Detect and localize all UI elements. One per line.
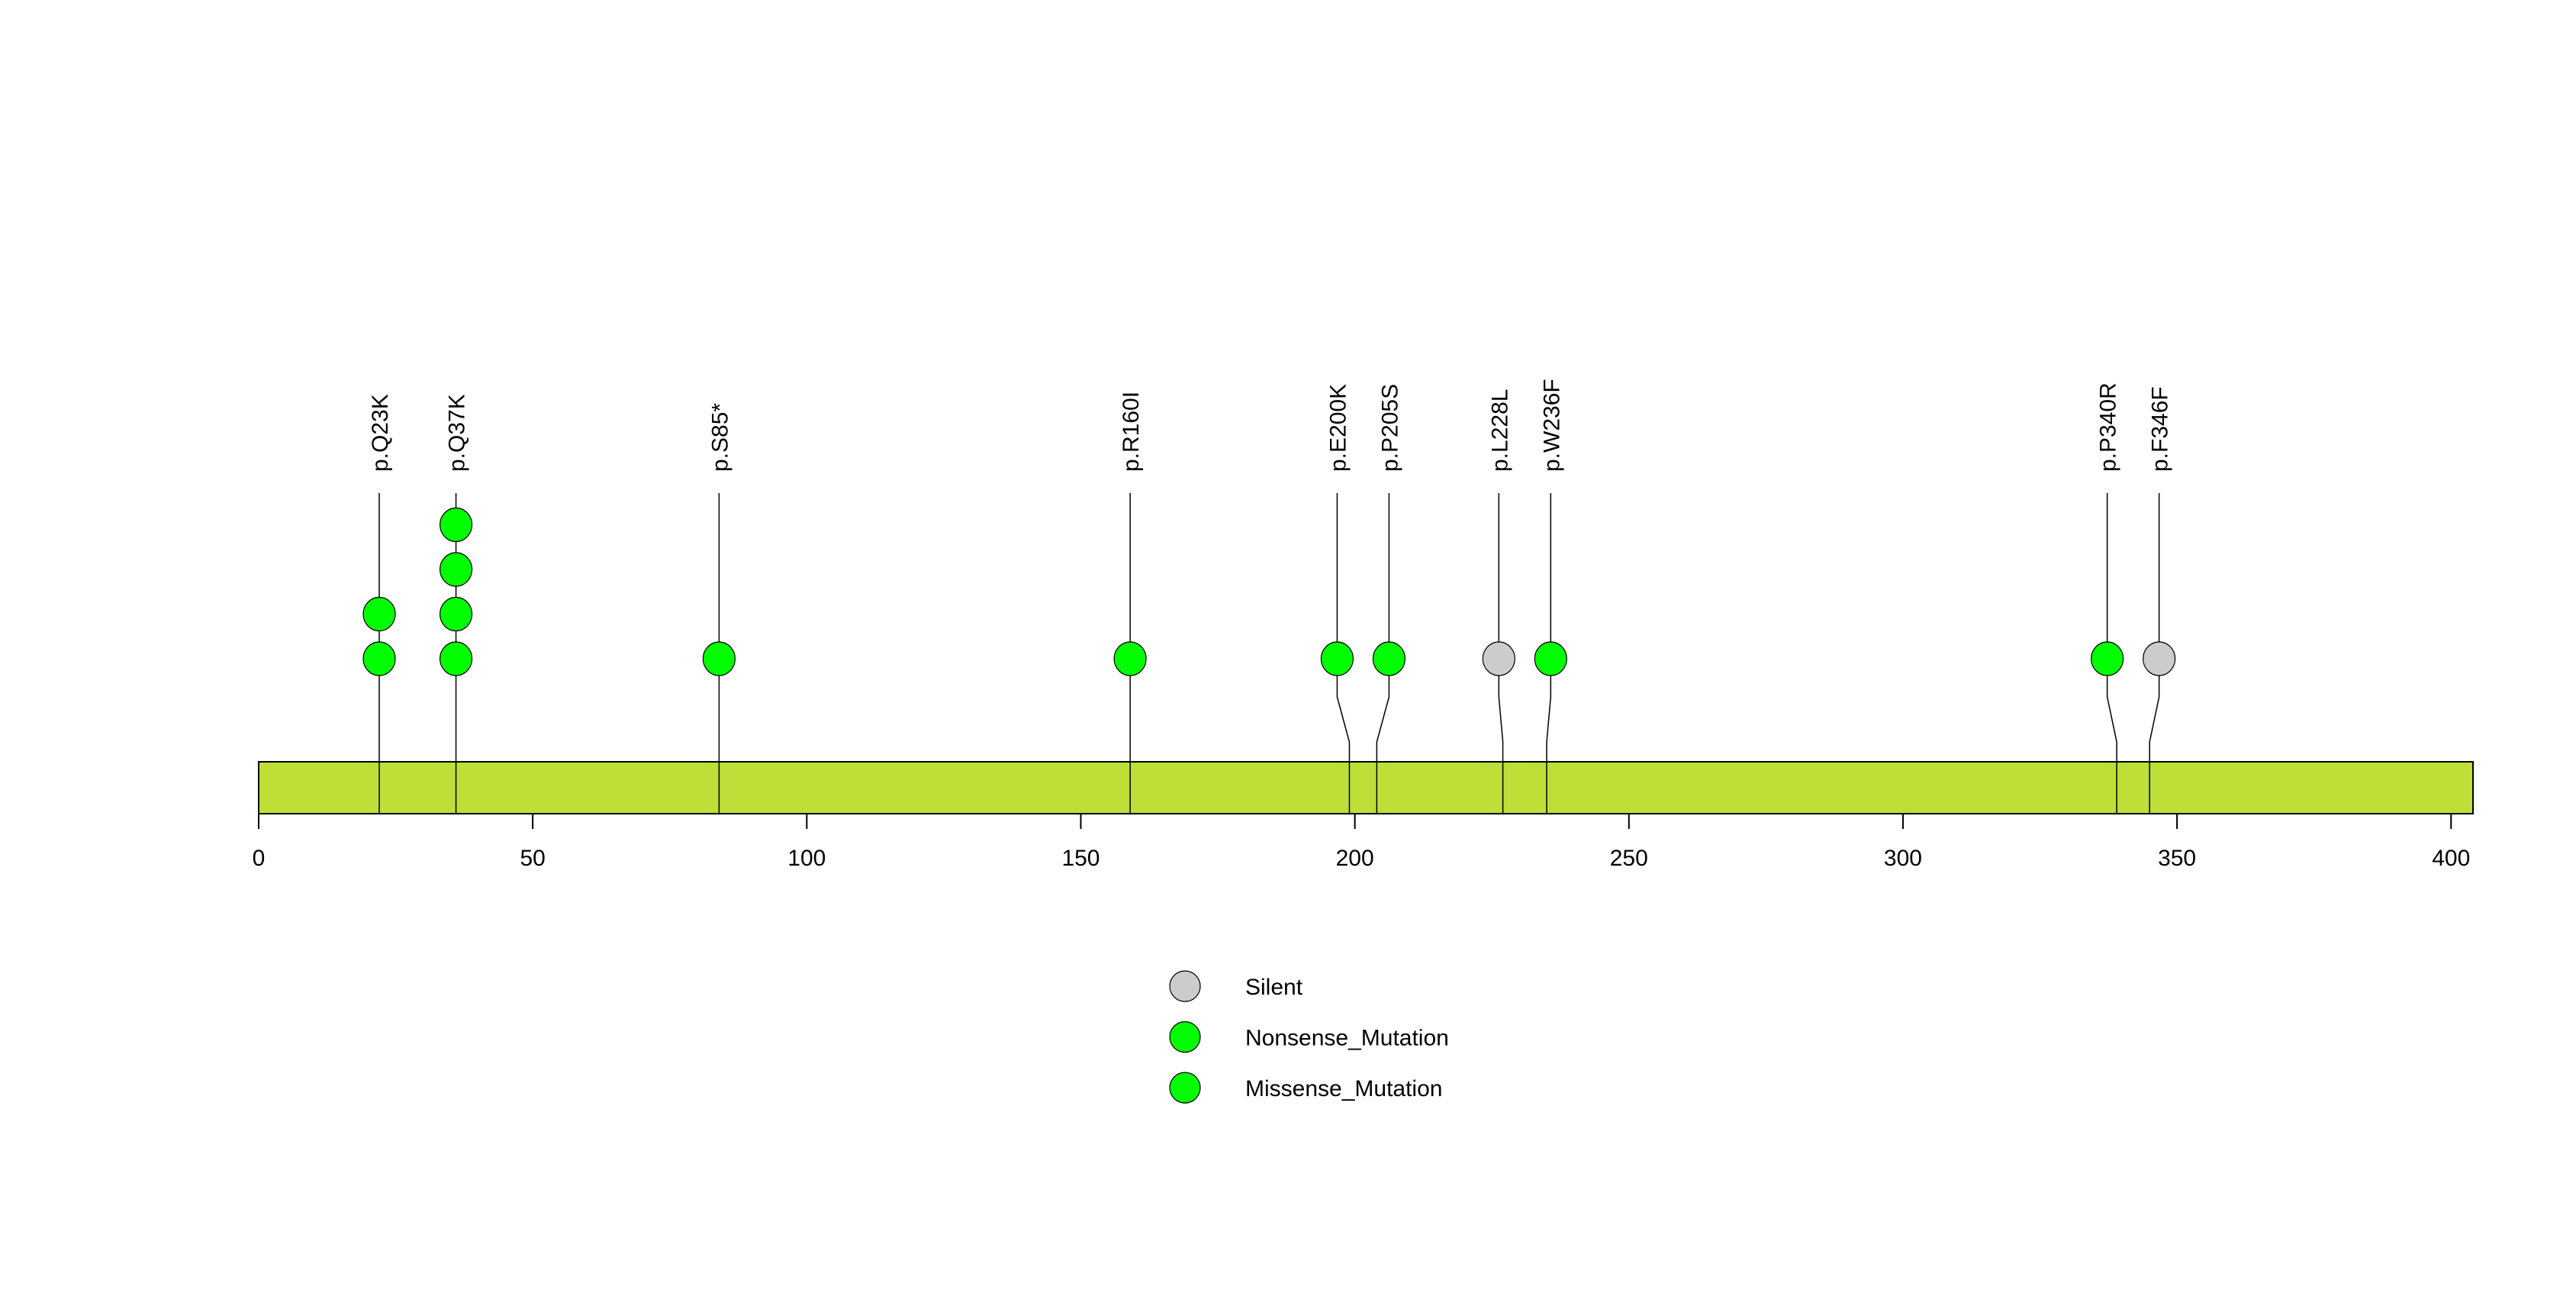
legend-label: Nonsense_Mutation [1245, 1026, 1449, 1051]
mutation-stem [2149, 493, 2160, 814]
mutation-labels: p.Q23K p.Q37K p.S85* p.R160I p.E200K p.P205S p… [368, 379, 2173, 472]
mutation-stems [378, 493, 2160, 814]
mutation-label: p.F346F [2148, 386, 2173, 472]
mutation-stem [1376, 493, 1390, 814]
mutation-point [439, 552, 473, 587]
x-tick-label: 400 [2432, 846, 2470, 871]
x-tick-label: 350 [2158, 846, 2196, 871]
x-tick-label: 300 [1884, 846, 1922, 871]
x-tick-label: 250 [1610, 846, 1648, 871]
mutation-label: p.P340R [2096, 382, 2121, 472]
x-tick-label: 200 [1336, 846, 1374, 871]
x-tick-label: 100 [787, 846, 826, 871]
mutation-label: p.L228L [1487, 389, 1512, 472]
mutation-point [439, 596, 473, 632]
mutation-point [702, 641, 736, 676]
mutation-point [1372, 641, 1406, 676]
mutation-point [439, 507, 473, 543]
mutation-stem [1498, 493, 1504, 814]
mutation-label: p.W236F [1539, 379, 1564, 472]
x-tick-label: 150 [1061, 846, 1100, 871]
mutation-stem [1336, 493, 1351, 814]
mutation-point [362, 641, 396, 676]
mutation-label: p.Q23K [368, 394, 393, 472]
mutation-label: p.P205S [1377, 384, 1402, 472]
legend-marker [1169, 1072, 1201, 1104]
legend-marker [1169, 1021, 1201, 1053]
legend-label: Missense_Mutation [1245, 1076, 1442, 1101]
x-axis: 0 50 100 150 200 250 300 350 400 [253, 813, 2470, 871]
x-tick-label: 50 [520, 846, 545, 871]
legend-label: Silent [1245, 975, 1303, 1000]
mutation-point [2143, 641, 2176, 676]
mutation-point [439, 641, 473, 676]
mutation-points [362, 507, 2176, 676]
mutation-stem [2106, 493, 2117, 814]
x-tick-label: 0 [253, 846, 266, 871]
protein-domain-bar [258, 761, 2474, 814]
mutation-point [1320, 641, 1354, 676]
mutation-point [1482, 641, 1515, 676]
mutation-point [1113, 641, 1147, 676]
legend-marker [1169, 970, 1201, 1002]
mutation-point [362, 596, 396, 632]
mutation-label: p.R160I [1119, 392, 1144, 472]
mutation-label: p.E200K [1325, 384, 1351, 472]
mutation-label: p.S85* [707, 403, 733, 472]
mutation-point [1534, 641, 1567, 676]
mutation-stem [1546, 493, 1552, 814]
mutation-label: p.Q37K [445, 394, 470, 472]
mutation-point [2091, 641, 2124, 676]
